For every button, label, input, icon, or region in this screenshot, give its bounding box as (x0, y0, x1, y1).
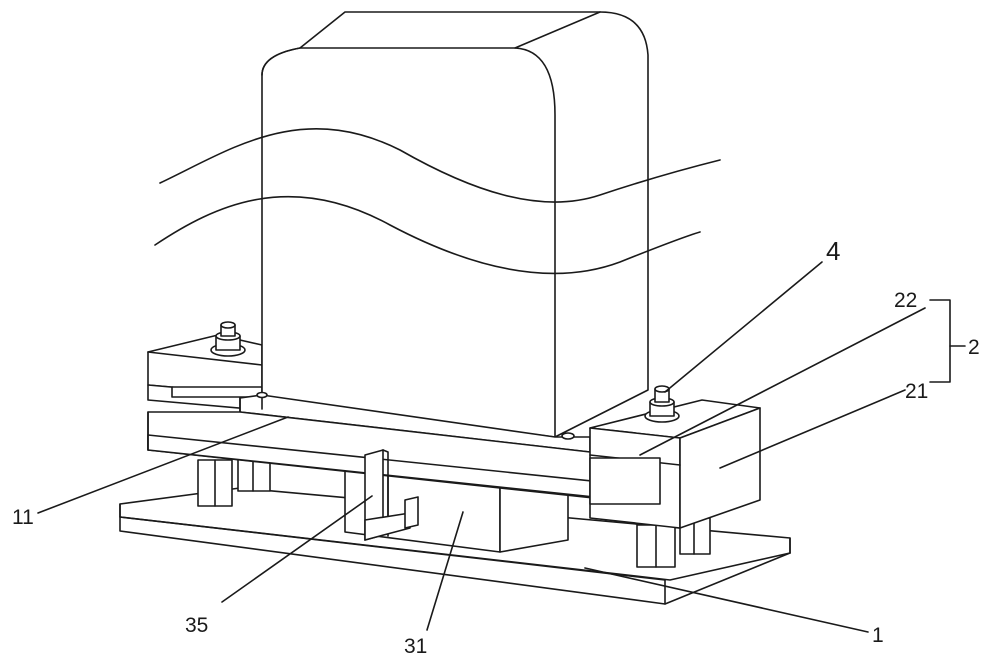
label-1: 1 (872, 624, 884, 647)
transformer-body (154, 11, 721, 438)
label-4: 4 (826, 236, 840, 266)
label-11: 11 (12, 506, 34, 529)
label-35: 35 (185, 614, 208, 637)
right-bolt (644, 385, 680, 423)
leader-lines (37, 261, 966, 633)
left-bolt (210, 321, 246, 357)
label-31: 31 (404, 635, 427, 658)
label-2: 2 (968, 336, 980, 359)
label-21: 21 (905, 380, 928, 403)
reference-labels: 4 22 2 21 11 35 31 1 (12, 236, 980, 658)
label-22: 22 (894, 289, 917, 312)
hook (364, 449, 419, 541)
